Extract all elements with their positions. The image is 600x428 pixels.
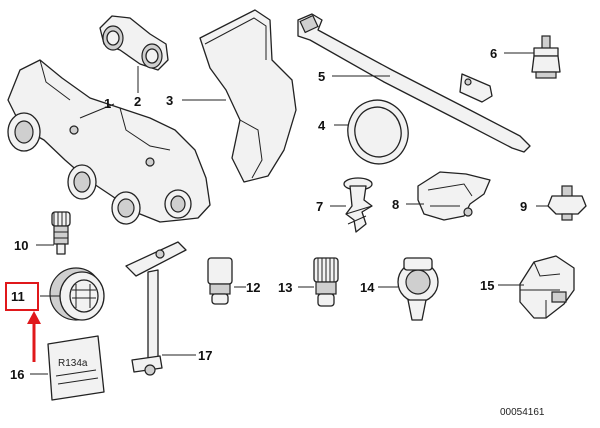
callout-1: 1 — [104, 96, 111, 111]
reference-code: 00054161 — [500, 407, 545, 418]
callout-15: 15 — [480, 278, 494, 293]
callout-5: 5 — [318, 69, 325, 84]
part-4-seal-ring — [347, 99, 409, 165]
part-11-grommet — [49, 267, 105, 321]
part-5-hose — [297, 13, 531, 153]
callout-13: 13 — [278, 280, 292, 295]
part-3-air-duct — [199, 9, 297, 183]
leader-lines — [30, 52, 548, 375]
callouts: 1 2 3 5 4 6 7 8 9 10 11 12 13 14 15 16 1… — [10, 46, 527, 382]
callout-12: 12 — [246, 280, 260, 295]
part-8-bracket — [417, 171, 491, 221]
highlight-arrow-head — [27, 311, 41, 324]
callout-4: 4 — [318, 118, 326, 133]
callout-3: 3 — [166, 93, 173, 108]
part-13-threaded-connector — [313, 257, 339, 307]
part-6-sensor — [531, 35, 561, 79]
callout-6: 6 — [490, 46, 497, 61]
part-16-label: R134a — [47, 335, 105, 401]
callout-9: 9 — [520, 199, 527, 214]
callout-16: 16 — [10, 367, 24, 382]
part-9-push-nut — [547, 185, 587, 221]
callout-17: 17 — [198, 348, 212, 363]
part-1-manifold — [7, 59, 211, 225]
callout-7: 7 — [316, 199, 323, 214]
part-12-connector — [207, 257, 233, 305]
highlight-box — [5, 282, 39, 311]
part-17-bracket-rod — [125, 241, 187, 376]
callout-8: 8 — [392, 197, 399, 212]
part-10-plug — [51, 211, 71, 255]
part-2-double-grommet — [99, 15, 169, 71]
highlight-annotation — [5, 282, 41, 362]
callout-11: 11 — [11, 289, 25, 304]
part-14-hose-clamp — [397, 257, 439, 321]
part-7-rivet — [343, 177, 373, 233]
callout-2: 2 — [134, 94, 141, 109]
callout-14: 14 — [360, 280, 375, 295]
label-16-text: R134a — [58, 358, 88, 369]
part-15-cable-clip — [519, 255, 575, 319]
callout-10: 10 — [14, 238, 28, 253]
